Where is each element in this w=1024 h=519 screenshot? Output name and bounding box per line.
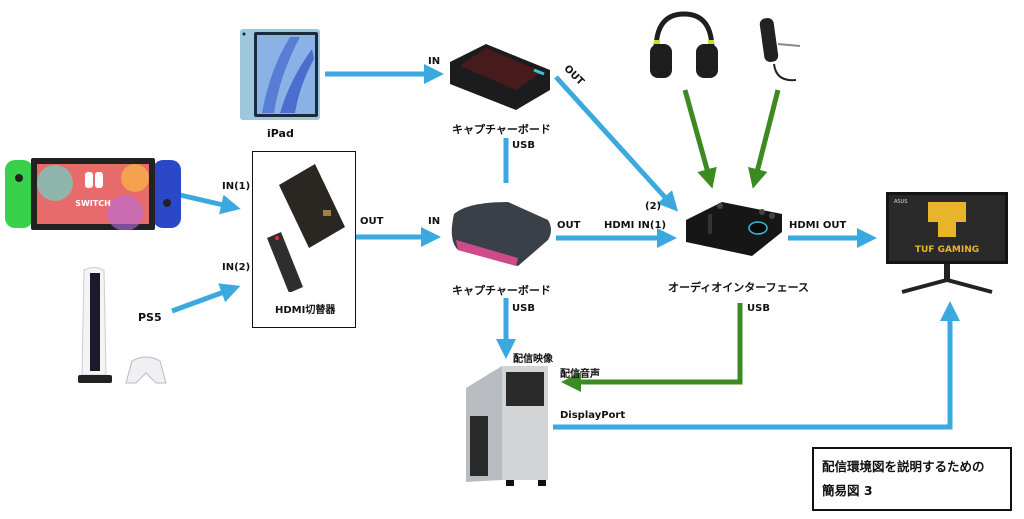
nintendo-switch-icon: SWITCH <box>5 158 181 231</box>
pc-tower-icon <box>466 366 548 486</box>
headphones-icon <box>650 11 718 78</box>
audio-interface-label: オーディオインターフェース <box>668 281 810 294</box>
label-in-2-ai: (2) <box>645 201 662 212</box>
headphones-device <box>646 10 722 80</box>
ipad-device <box>240 29 320 120</box>
note-line-2: 簡易図 3 <box>822 483 873 498</box>
arrow-cb1-out-to-ai <box>554 75 679 212</box>
label-ai-usb: USB <box>747 303 770 314</box>
monitor-icon: TUF GAMING ASUS <box>886 192 1008 294</box>
arrow-switch-to-switcher <box>179 192 241 215</box>
hdmi-switcher-label: HDMI切替器 <box>275 305 336 316</box>
ps5-icon <box>78 267 167 384</box>
diagram-title-note: 配信環境図を説明するための 簡易図 3 <box>812 447 1012 511</box>
label-in-2: IN(2) <box>222 262 251 273</box>
ps5-device <box>76 265 186 389</box>
audio-interface-device <box>682 198 784 258</box>
hdmi-switcher-icon <box>267 164 345 292</box>
ipad-label: iPad <box>267 127 294 140</box>
label-cb1-in: IN <box>428 56 441 67</box>
label-cb1-usb: USB <box>512 140 535 151</box>
label-stream-video: 配信映像 <box>513 354 553 365</box>
arrow-ai-usb-to-pc <box>561 303 743 392</box>
arrow-pc-displayport-to-monitor <box>553 301 960 430</box>
capture-board-1-device <box>446 40 552 112</box>
label-stream-audio: 配信音声 <box>560 369 600 380</box>
monitor-brand-text: TUF GAMING <box>915 245 979 255</box>
label-hdmi-in-1: HDMI IN(1) <box>604 220 667 231</box>
arrow-ps5-to-switcher <box>171 283 241 314</box>
label-displayport: DisplayPort <box>560 410 626 421</box>
pc-tower-device <box>462 364 554 490</box>
label-switcher-out: OUT <box>360 216 384 227</box>
label-cb2-in: IN <box>428 216 441 227</box>
arrow-mic-to-ai <box>748 89 781 189</box>
hdmi-switcher-box: HDMI切替器 <box>252 151 356 328</box>
svg-text:ASUS: ASUS <box>894 199 907 205</box>
label-cb2-usb: USB <box>512 303 535 314</box>
capture-board-2-label: キャプチャーボード <box>452 284 551 297</box>
capture-board-1-icon <box>450 44 550 110</box>
capture-board-1-label: キャプチャーボード <box>452 123 551 136</box>
label-cb2-out: OUT <box>557 220 581 231</box>
label-in-1: IN(1) <box>222 181 251 192</box>
microphone-icon <box>759 18 801 82</box>
nintendo-switch-device: SWITCH <box>5 158 181 231</box>
arrow-headphones-to-ai <box>682 89 717 189</box>
monitor-device: TUF GAMING ASUS <box>886 192 1008 294</box>
audio-interface-icon <box>686 202 782 256</box>
capture-board-2-device <box>448 200 554 270</box>
svg-text:SWITCH: SWITCH <box>75 199 111 208</box>
ipad-icon <box>240 29 320 120</box>
ps5-label: PS5 <box>138 311 162 324</box>
capture-board-2-icon <box>451 202 551 266</box>
microphone-device <box>756 14 806 86</box>
label-ai-hdmi-out: HDMI OUT <box>789 220 847 231</box>
note-line-1: 配信環境図を説明するための <box>822 459 985 474</box>
